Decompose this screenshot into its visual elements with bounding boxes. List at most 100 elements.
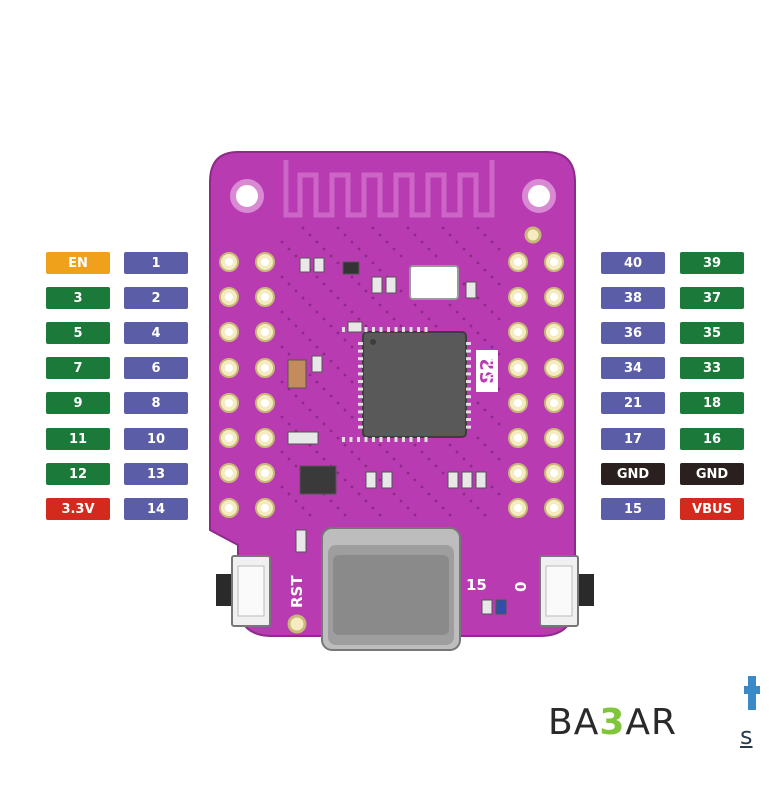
via-dot bbox=[413, 513, 417, 517]
via-dot bbox=[448, 443, 452, 447]
via-dot bbox=[462, 282, 466, 286]
via-dot bbox=[483, 408, 487, 412]
via-dot bbox=[462, 457, 466, 461]
via-dot bbox=[315, 275, 319, 279]
via-dot bbox=[287, 352, 291, 356]
via-dot bbox=[343, 408, 347, 412]
via-dot bbox=[497, 457, 501, 461]
chip-pin bbox=[402, 437, 405, 442]
via-dot bbox=[294, 324, 298, 328]
via-dot bbox=[343, 338, 347, 342]
via-dot bbox=[280, 380, 284, 384]
via-dot bbox=[476, 226, 480, 230]
via-dot bbox=[294, 289, 298, 293]
pin-label-right-outer-4: 18 bbox=[680, 392, 744, 414]
via-dot bbox=[378, 233, 382, 237]
via-dot bbox=[322, 282, 326, 286]
pin-label-left-inner-1: 2 bbox=[124, 287, 188, 309]
pin-label-right-outer-1: 37 bbox=[680, 287, 744, 309]
via-dot bbox=[343, 478, 347, 482]
chip-pin bbox=[358, 410, 363, 414]
via-dot bbox=[350, 380, 354, 384]
usb-c-connector-icon bbox=[321, 527, 461, 651]
rst-label: RST bbox=[288, 575, 306, 608]
pad-top-right bbox=[524, 226, 542, 244]
pin-label-right-outer-2: 35 bbox=[680, 322, 744, 344]
via-dot bbox=[315, 345, 319, 349]
via-dot bbox=[497, 422, 501, 426]
via-dot bbox=[322, 317, 326, 321]
chip-pin bbox=[358, 380, 363, 383]
via-dot bbox=[399, 254, 403, 258]
chip-pin bbox=[402, 327, 405, 332]
via-dot bbox=[329, 499, 333, 503]
via-dot bbox=[427, 317, 431, 321]
chip-pins bbox=[342, 327, 471, 442]
via-dot bbox=[287, 247, 291, 251]
chip-pin bbox=[466, 342, 471, 345]
via-dot bbox=[329, 394, 333, 398]
chip-pin bbox=[342, 327, 345, 332]
chip-pin bbox=[358, 387, 363, 391]
via-dot bbox=[378, 478, 382, 482]
via-dot bbox=[308, 513, 312, 517]
pin-label-left-outer-5: 11 bbox=[46, 428, 110, 450]
via-dot bbox=[469, 324, 473, 328]
via-dot bbox=[294, 394, 298, 398]
via-dot bbox=[329, 324, 333, 328]
header-pin-hole bbox=[550, 258, 558, 266]
pin-label-left-outer-4: 9 bbox=[46, 392, 110, 414]
via-dot bbox=[413, 233, 417, 237]
via-dot bbox=[371, 296, 375, 300]
header-pin-hole bbox=[514, 434, 522, 442]
via-dot bbox=[336, 331, 340, 335]
chip-pin bbox=[466, 349, 471, 353]
via-dot bbox=[497, 317, 501, 321]
via-dot bbox=[420, 240, 424, 244]
chip-pin bbox=[466, 380, 471, 383]
chip-pin bbox=[466, 387, 471, 391]
header-pin-hole bbox=[225, 364, 233, 372]
pin-label-right-inner-5: 17 bbox=[601, 428, 665, 450]
via-dot bbox=[287, 457, 291, 461]
chip-pin bbox=[466, 395, 471, 399]
via-dot bbox=[385, 310, 389, 314]
via-dot bbox=[497, 282, 501, 286]
chip-pin bbox=[394, 327, 398, 332]
via-dot bbox=[371, 226, 375, 230]
chip-pin1-marker bbox=[370, 339, 376, 345]
header-pin-hole bbox=[550, 504, 558, 512]
via-dot bbox=[371, 506, 375, 510]
header-pin-hole bbox=[225, 504, 233, 512]
silk-model: S2 bbox=[477, 358, 498, 384]
header-pin-hole bbox=[225, 434, 233, 442]
via-dot bbox=[315, 415, 319, 419]
via-dot bbox=[287, 282, 291, 286]
pin-label-left-inner-5: 10 bbox=[124, 428, 188, 450]
via-dot bbox=[322, 422, 326, 426]
via-dot bbox=[350, 450, 354, 454]
header-pin-hole bbox=[225, 293, 233, 301]
header-pin-hole bbox=[225, 328, 233, 336]
pin-label-right-outer-6: GND bbox=[680, 463, 744, 485]
header-pin-hole bbox=[261, 399, 269, 407]
pin-label-left-inner-4: 8 bbox=[124, 392, 188, 414]
chip-pin bbox=[466, 364, 471, 368]
chip-pin bbox=[364, 327, 368, 332]
via-dot bbox=[329, 429, 333, 433]
via-dot bbox=[462, 492, 466, 496]
via-dot bbox=[336, 471, 340, 475]
via-dot bbox=[371, 261, 375, 265]
header-pin-hole bbox=[550, 364, 558, 372]
via-dot bbox=[497, 492, 501, 496]
via-dot bbox=[469, 464, 473, 468]
via-dot bbox=[301, 226, 305, 230]
via-dot bbox=[301, 506, 305, 510]
via-dot bbox=[420, 310, 424, 314]
header-pin-hole bbox=[514, 328, 522, 336]
via-dot bbox=[357, 492, 361, 496]
via-dot bbox=[413, 478, 417, 482]
via-dot bbox=[280, 310, 284, 314]
